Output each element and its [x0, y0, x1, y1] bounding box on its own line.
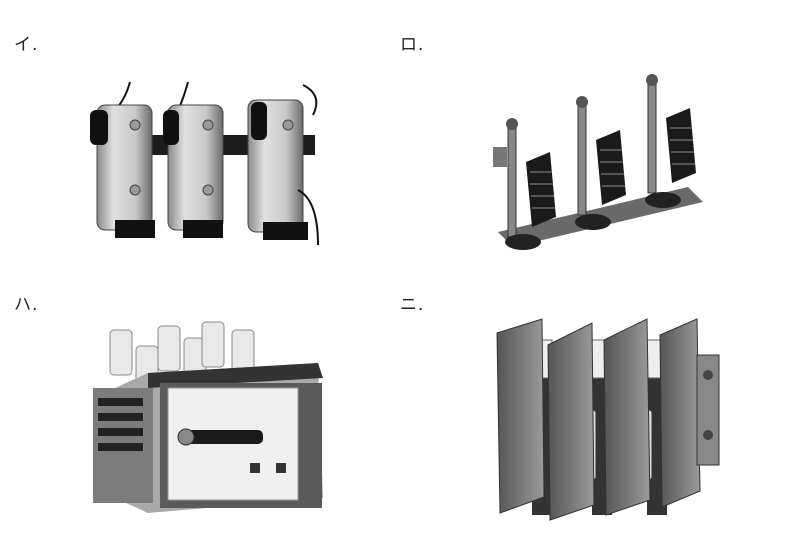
- option-label-ro: ロ.: [400, 35, 425, 55]
- cutout-switch-image: [85, 80, 335, 250]
- option-label-ni: ニ.: [400, 295, 425, 315]
- option-label-i: イ.: [14, 35, 39, 55]
- load-break-switch-image: [492, 315, 724, 525]
- circuit-breaker-image: [88, 318, 338, 516]
- option-label-ha: ハ.: [14, 295, 39, 315]
- disconnect-switch-image: [488, 72, 723, 257]
